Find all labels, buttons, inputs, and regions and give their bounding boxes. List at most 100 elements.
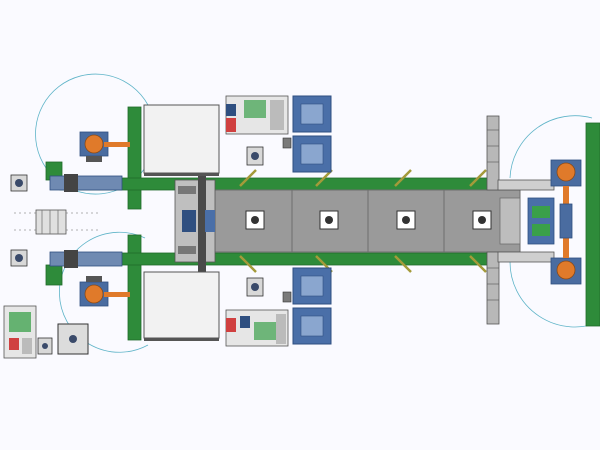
lift-track-bottom: [486, 251, 500, 325]
aux-panel-red: [9, 338, 19, 350]
unloader-table-green: [532, 224, 550, 236]
unloader-bar: [497, 251, 555, 263]
brace: [469, 169, 487, 187]
spindle-head: [478, 216, 486, 224]
robot-bottom-left: [79, 276, 130, 307]
reach-circle-right-top: [509, 115, 593, 179]
tank-lids: [300, 103, 324, 337]
rotary-table-core: [69, 335, 77, 343]
work-bed-end-plate: [499, 197, 521, 245]
right-unloader: [497, 179, 555, 263]
post-right-end: [585, 122, 600, 327]
brace: [315, 169, 333, 187]
junction-box: [282, 291, 292, 303]
junction-box: [282, 137, 292, 149]
vertical-conveyor-posts: [45, 106, 600, 341]
post-top-left: [127, 106, 142, 210]
transfer-unit-block: [178, 246, 196, 254]
right-lift-rungs: [487, 129, 499, 301]
robot-arm: [104, 142, 130, 147]
control-cabinet-top: [143, 104, 220, 174]
guide-lines: [14, 212, 100, 231]
cabinet-foot: [144, 173, 219, 176]
cabinet-feet: [144, 173, 219, 341]
panel-station-top-strip: [270, 100, 284, 130]
brace: [469, 255, 487, 273]
loader-track-top: [49, 175, 123, 191]
panel-station-bottom-blue: [240, 316, 250, 328]
brace: [394, 169, 412, 187]
loader-carriage: [64, 250, 78, 268]
fixture-core: [42, 343, 48, 349]
cabinet-foot: [144, 338, 219, 341]
main-work-bed: [213, 189, 521, 253]
panel-station-top-red: [226, 118, 236, 132]
robot-arm: [563, 186, 569, 204]
robot-base-foot: [86, 156, 102, 162]
transfer-unit-block: [178, 186, 196, 194]
tank-lid: [300, 103, 324, 125]
robot-arm: [104, 292, 130, 297]
fixture-core: [15, 179, 23, 187]
panel-stations: [225, 95, 289, 347]
robot-top-left: [79, 131, 130, 162]
control-cabinets: [143, 104, 220, 339]
unloader-table-green: [532, 206, 550, 218]
left-loader: [35, 174, 123, 268]
junction-boxes: [282, 137, 292, 303]
robot-arm: [563, 238, 569, 258]
work-bed-spindles: [245, 210, 492, 230]
lift-track-top: [486, 115, 500, 191]
panel-station-bottom-strip: [276, 314, 286, 344]
rail-top: [59, 177, 497, 191]
tank-lid: [300, 275, 324, 297]
brace: [239, 255, 257, 273]
post-bottom-left: [127, 234, 142, 341]
robot-reach-zones: [35, 73, 600, 353]
loader-frame: [35, 209, 67, 235]
loader-track-bottom: [49, 251, 123, 267]
reach-circle-bottom-left: [59, 231, 149, 353]
transfer-unit: [174, 168, 216, 272]
unloader-table: [527, 197, 555, 245]
transfer-unit-slide: [205, 210, 215, 232]
robot-right-column: [559, 203, 573, 239]
robot-joint: [84, 284, 104, 304]
transfer-unit-slide: [182, 210, 196, 232]
robot-joint: [556, 162, 576, 182]
spindle-head: [251, 216, 259, 224]
robot-right-top: [550, 159, 582, 204]
spindle-head: [325, 216, 333, 224]
rail-bottom: [59, 252, 497, 266]
loader-carriage: [64, 174, 78, 192]
robot-base-foot: [86, 276, 102, 282]
robot-joint: [556, 260, 576, 280]
auxiliary-station: [3, 305, 89, 359]
panel-station-top-blue: [226, 104, 236, 116]
aux-panel-strip: [22, 338, 32, 354]
control-cabinet-bottom: [143, 271, 220, 339]
work-bed-frame: [213, 189, 521, 253]
fixture-core: [251, 152, 259, 160]
brace: [239, 169, 257, 187]
right-lift-tracks: [486, 115, 500, 325]
tank-modules: [292, 95, 332, 345]
spindle-head: [402, 216, 410, 224]
reach-circle-right-bottom: [509, 261, 600, 328]
unloader-bar: [497, 179, 555, 191]
fixture-core: [15, 254, 23, 262]
robot-joint: [84, 134, 104, 154]
reach-circle-top-left: [35, 73, 149, 195]
panel-station-top-green: [244, 100, 266, 118]
brace: [394, 255, 412, 273]
post-bottom-left-small: [45, 264, 63, 286]
fixture-core: [251, 283, 259, 291]
work-bed-spindle-heads: [251, 216, 486, 224]
transfer-unit-column: [198, 168, 206, 272]
aux-panel-green: [9, 312, 31, 332]
panel-station-bottom-red: [226, 318, 236, 332]
tank-lid: [300, 143, 324, 165]
tank-lid: [300, 315, 324, 337]
